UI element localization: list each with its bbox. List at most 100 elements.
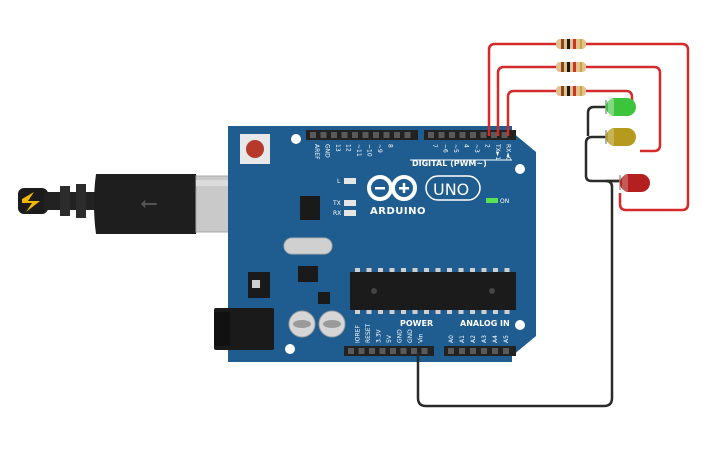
brand-label: ARDUINO [370, 206, 426, 217]
header-pin[interactable] [438, 132, 445, 138]
wire-resistor-2-to-yellow-led[interactable] [586, 65, 662, 153]
chip-pin [435, 268, 441, 272]
header-pin[interactable] [352, 132, 358, 138]
digital-pin-label: AREF [313, 144, 320, 160]
wire-resistor-3-to-green-led[interactable] [586, 89, 634, 107]
chip-pin [447, 310, 452, 314]
header-pin[interactable] [421, 348, 428, 354]
header-pin[interactable] [310, 132, 316, 138]
header-pin[interactable] [390, 348, 396, 354]
chip-pin [401, 310, 406, 314]
led-rx-label: RX [333, 210, 341, 217]
header-pin[interactable] [449, 132, 455, 138]
header-pin[interactable] [341, 132, 348, 138]
led-red[interactable] [619, 174, 650, 192]
header-pin[interactable] [459, 132, 466, 138]
header-pin[interactable] [400, 348, 407, 354]
analog-pin-label: A5 [503, 335, 510, 343]
digital-pin-label: TX►1 [494, 143, 501, 160]
wire-pin4-to-resistor-1[interactable] [487, 42, 556, 136]
header-pin[interactable] [459, 348, 465, 354]
reset-button[interactable] [246, 140, 264, 158]
usb-symbol-icon: ⭠ [140, 191, 158, 216]
capacitor-top [293, 320, 311, 328]
header-pin[interactable] [428, 132, 434, 138]
usb-cable-neck [44, 192, 104, 210]
regulator-tab [252, 280, 260, 288]
chip-pin [470, 310, 475, 314]
led-tx-label: TX [332, 200, 341, 207]
chip-pin [504, 268, 510, 272]
chip-pin [378, 310, 383, 314]
chip-pin [412, 268, 418, 272]
chip-pin [481, 310, 487, 314]
ground-wire-yellow[interactable] [584, 135, 620, 183]
signal-wires [487, 42, 690, 212]
header-pin[interactable] [379, 348, 386, 354]
header-pin[interactable] [348, 348, 354, 354]
digital-pin-label: ~5 [452, 144, 459, 153]
power-pin-label: RESET [365, 323, 372, 343]
header-pin[interactable] [503, 348, 509, 354]
uno-badge [425, 175, 481, 201]
header-pin[interactable] [448, 348, 454, 354]
led-yellow[interactable] [605, 128, 636, 146]
header-pin[interactable] [373, 132, 379, 138]
chip-pin [355, 310, 360, 314]
header-pin[interactable] [369, 348, 375, 354]
wire-resistor-1-to-red-led[interactable] [586, 42, 690, 212]
chip-pin [447, 268, 452, 272]
led-l-label: L [337, 178, 341, 185]
digital-pin-label: 8 [387, 144, 394, 148]
led-green[interactable] [605, 98, 636, 116]
capacitor-top [323, 320, 341, 328]
digital-pin-label: ~9 [376, 144, 383, 153]
header-pin[interactable] [501, 132, 508, 138]
analog-pin-label: A3 [481, 335, 488, 343]
small-chip [298, 266, 318, 282]
header-pin[interactable] [383, 132, 390, 138]
led-highlight [608, 129, 614, 145]
digital-pin-label: ~10 [366, 144, 373, 157]
header-pin[interactable] [491, 132, 497, 138]
analog-header-label: ANALOG IN [460, 319, 510, 328]
chip-pin [458, 268, 464, 272]
power-header-label: POWER [400, 319, 433, 328]
power-bolt-icon [22, 192, 40, 212]
header-pin[interactable] [320, 132, 327, 138]
chip-pin [355, 268, 360, 272]
header-pin[interactable] [480, 132, 487, 138]
ground-wire-main[interactable] [416, 179, 620, 408]
header-pin[interactable] [481, 348, 487, 354]
wire-pin2-to-resistor-3[interactable] [506, 89, 556, 136]
header-pin[interactable] [394, 132, 400, 138]
analog-pin-label: A1 [459, 335, 466, 343]
header-pin[interactable] [411, 348, 417, 354]
usb-cable-ridge [76, 184, 86, 218]
header-pin[interactable] [358, 348, 365, 354]
header-pin[interactable] [470, 348, 476, 354]
mounting-hole [515, 320, 525, 330]
chip-pin [424, 310, 429, 314]
power-pin-label: GND [397, 329, 404, 343]
digital-pin-label: RX◄0 [505, 144, 512, 161]
ground-wire-green[interactable] [586, 105, 608, 136]
chip-pin [389, 268, 395, 272]
digital-header-left [306, 130, 418, 140]
wire-pin3-to-resistor-2[interactable] [496, 65, 556, 136]
header-pin[interactable] [331, 132, 337, 138]
led-red-body [620, 174, 650, 192]
analog-header [444, 346, 516, 356]
header-pin[interactable] [492, 348, 498, 354]
transistor [318, 292, 330, 304]
header-pin[interactable] [470, 132, 476, 138]
chip-pin [493, 310, 498, 314]
digital-header-label: DIGITAL (PWM~) [412, 159, 487, 168]
header-pin[interactable] [404, 132, 411, 138]
header-pin[interactable] [362, 132, 369, 138]
led-highlight [608, 99, 614, 115]
